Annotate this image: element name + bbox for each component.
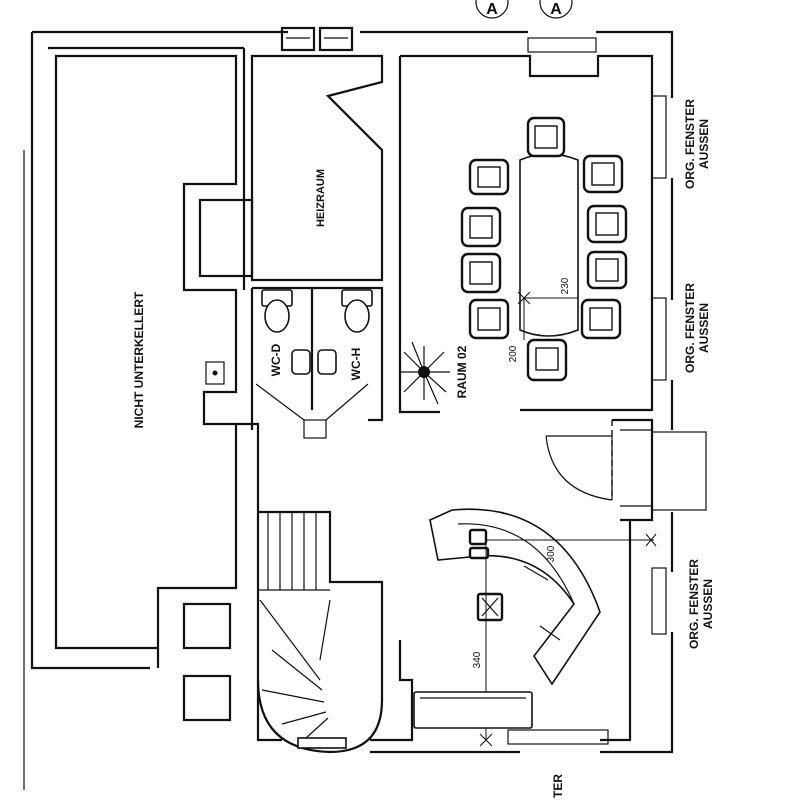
wc-men-label: WC-H [349,348,363,381]
boiler-room [198,26,384,290]
window-frame [651,297,667,381]
window-note-3: ORG. FENSTER AUSSEN [687,559,715,649]
section-marker-label: A [550,1,562,18]
chair [460,206,502,248]
window-frame [651,95,667,179]
window-frame [651,567,667,635]
window-note-line2: AUSSEN [697,303,711,353]
chimney-duct [318,26,354,52]
window-frame [507,729,609,745]
window-note-1: ORG. FENSTER AUSSEN [683,99,711,189]
dim-lounge-length: 340 [472,651,483,668]
sideboard [413,691,533,729]
section-marker-1: A [475,0,509,19]
lounge [413,508,657,747]
chair [580,298,622,340]
chair [468,158,510,196]
side-table [468,528,488,546]
room-02-label: RAUM 02 [455,345,469,398]
window-note-line2: AUSSEN [701,579,715,629]
plant-icon [400,341,450,405]
socket-box [205,361,225,385]
windows [507,37,667,745]
window-note-2: ORG. FENSTER AUSSEN [683,283,711,373]
washbasin [317,349,337,375]
chair [526,338,568,382]
lamp [468,546,490,560]
dim-table-width: 200 [508,345,519,362]
window-frame [651,431,707,511]
boiler-room-label: HEIZRAUM [315,169,327,227]
chair [586,204,628,244]
section-marker-label: A [486,1,498,18]
chair [468,298,510,340]
unbasemented-label: NICHT UNTERKELLERT [132,291,146,428]
wc-block [250,286,384,439]
chair [586,250,628,290]
dim-lounge-width: 300 [546,545,557,562]
washbasin [291,349,311,375]
window-frame [527,37,597,53]
chimney-duct [280,26,316,52]
chair [526,116,566,158]
shaft-box [182,602,232,650]
window-note-line1: ORG. FENSTER [683,283,697,373]
chair [582,154,624,194]
window-note-line2: AUSSEN [697,119,711,169]
unbasemented-area [23,46,244,790]
chair [460,252,502,294]
window-note-line1: ORG. FENSTER [683,99,697,189]
conference-table [519,153,579,337]
bottom-cut-label: TER [551,774,565,798]
exterior-walls [30,30,674,754]
staircase [256,510,384,754]
stair-landing [297,737,347,749]
toilet-bowl [344,299,370,333]
shaft-box [182,674,232,722]
toilet-bowl [264,299,290,333]
door-swing [545,420,707,511]
meeting-room [400,116,628,405]
dim-table-length: 230 [560,277,571,294]
section-marker-2: A [539,0,573,19]
window-note-line1: ORG. FENSTER [687,559,701,649]
wc-women-label: WC-D [269,343,283,376]
